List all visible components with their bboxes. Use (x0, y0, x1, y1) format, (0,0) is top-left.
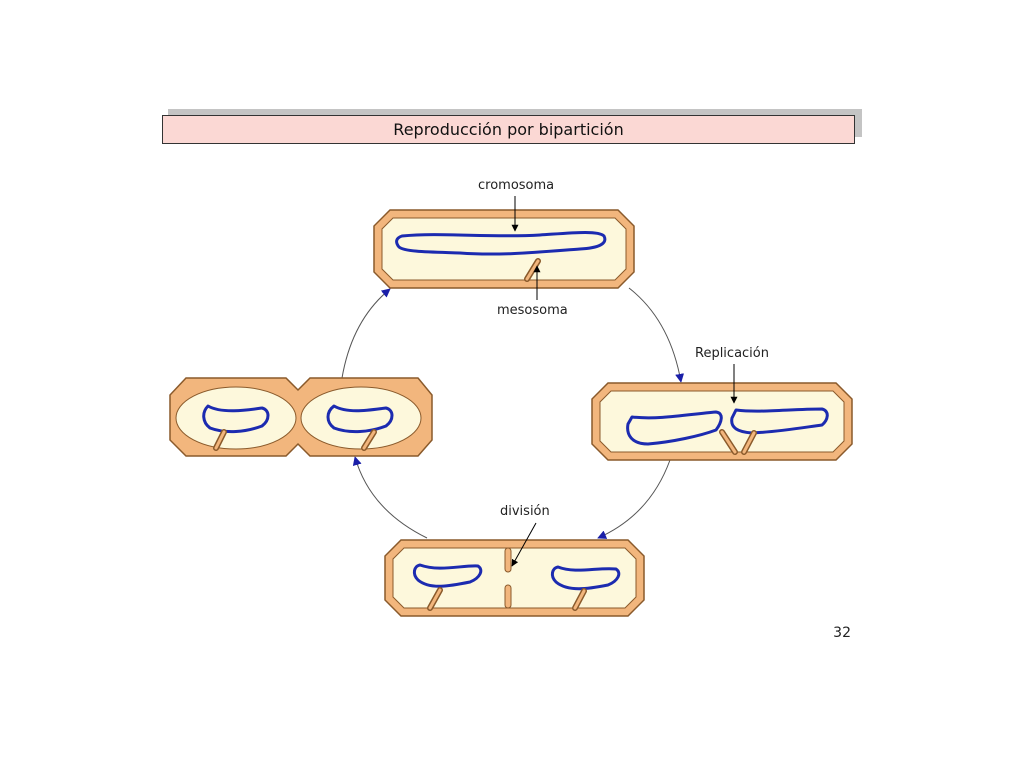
cells-separated (169, 377, 433, 457)
division-pointer (511, 522, 537, 567)
cycle-arrow-right-to-bottom (597, 459, 671, 539)
chromosome-daughter-right (550, 565, 621, 591)
daughter-cell-left (175, 386, 297, 450)
label-mesosoma: mesosoma (497, 303, 568, 318)
cell-replication (591, 382, 853, 461)
cycle-arrow-bottom-to-left (352, 456, 428, 539)
cell-division (384, 539, 645, 617)
label-cromosoma: cromosoma (478, 178, 554, 193)
cell-initial (373, 209, 635, 289)
chromosome-replicated-right (730, 407, 829, 435)
label-division: división (500, 504, 550, 519)
page-number: 32 (833, 625, 851, 641)
chromosome-initial (395, 230, 607, 256)
cycle-arrow-left-to-top (341, 288, 391, 379)
septum-bottom (504, 584, 512, 609)
slide-title: Reproducción por bipartición (162, 115, 855, 144)
chromosome-replicated-left (626, 410, 723, 446)
daughter-cell-right (300, 386, 422, 450)
chromosome-left-daughter (202, 404, 270, 434)
label-replicacion: Replicación (695, 346, 769, 361)
chromosome-right-daughter (326, 404, 394, 434)
septum-top (504, 547, 512, 573)
chromosome-daughter-left (412, 563, 483, 588)
cycle-arrow-top-to-right (628, 287, 685, 383)
